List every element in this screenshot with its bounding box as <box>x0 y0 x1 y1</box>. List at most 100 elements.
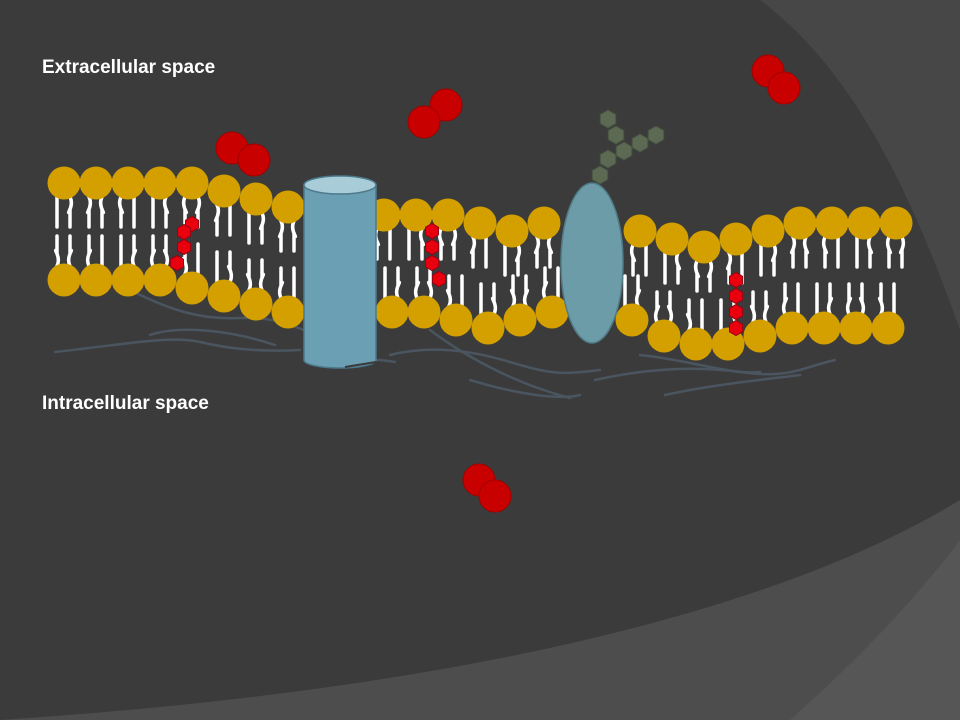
lipid-tail <box>533 235 541 269</box>
lipid-tail <box>245 258 253 292</box>
lipid-tail <box>426 266 434 300</box>
cholesterol-ring <box>729 303 743 321</box>
carbohydrate-unit <box>599 109 617 129</box>
phospholipid-icon <box>775 311 809 345</box>
phospholipid-icon <box>503 303 537 337</box>
phospholipid-icon <box>719 222 753 256</box>
phospholipid-icon <box>647 319 681 353</box>
phospholipid-icon <box>47 263 81 297</box>
carbohydrate-unit <box>615 141 633 161</box>
phospholipid-icon <box>807 311 841 345</box>
phospholipid-icon <box>839 311 873 345</box>
background-swoosh-edge <box>790 540 960 720</box>
lipid-tail <box>277 266 285 300</box>
carbohydrate-unit <box>631 133 649 153</box>
phospholipid-icon <box>111 263 145 297</box>
lipid-tail <box>693 259 701 293</box>
cholesterol-ring <box>729 319 743 337</box>
phospholipid-icon <box>495 214 529 248</box>
lipid-tail <box>725 251 733 285</box>
lipid-tail <box>181 195 189 229</box>
phospholipid-icon <box>655 222 689 256</box>
molecule-icon <box>751 54 801 105</box>
cholesterol-ring <box>425 254 439 272</box>
lipid-tail <box>522 274 530 308</box>
molecule-icon <box>462 463 512 513</box>
cholesterol-ring <box>177 238 191 256</box>
lipid-tail <box>418 227 426 261</box>
lipid-tail <box>437 227 445 261</box>
carbohydrate-unit <box>591 165 609 185</box>
lipid-tail <box>685 298 693 332</box>
phospholipid-icon <box>431 198 465 232</box>
cholesterol-ring <box>432 270 446 288</box>
lipid-tail <box>541 266 549 300</box>
phospholipid-icon <box>687 230 721 264</box>
phospholipid-icon <box>615 303 649 337</box>
lipid-tail <box>866 235 874 269</box>
lipid-tail <box>674 251 682 285</box>
lipid-tail <box>394 266 402 300</box>
molecule-atom <box>429 88 463 122</box>
lipid-tail <box>130 234 138 268</box>
cholesterol-ring <box>729 287 743 305</box>
phospholipid-heads <box>47 166 913 361</box>
cholesterol-ring <box>425 238 439 256</box>
cholesterol-ring <box>729 271 743 289</box>
phospholipid-icon <box>375 295 409 329</box>
intracellular-space-label: Intracellular space <box>42 393 209 414</box>
phospholipid-icon <box>239 287 273 321</box>
lipid-tail <box>858 282 866 316</box>
lipid-tail <box>290 219 298 253</box>
phospholipid-icon <box>471 311 505 345</box>
phospholipid-icon <box>143 263 177 297</box>
phospholipid-icon <box>847 206 881 240</box>
molecule-atom <box>237 143 271 177</box>
carbohydrate-chain-icon <box>591 109 665 185</box>
phospholipid-icon <box>175 271 209 305</box>
carbohydrate-unit <box>607 125 625 145</box>
lipid-tail <box>762 290 770 324</box>
lipid-tail <box>653 290 661 324</box>
phospholipid-icon <box>79 263 113 297</box>
lipid-tail <box>85 234 93 268</box>
lipid-tail <box>509 274 517 308</box>
phospholipid-icon <box>143 166 177 200</box>
lipid-tail <box>53 234 61 268</box>
lipid-tail <box>445 274 453 308</box>
background-swoosh-bottom <box>0 500 960 720</box>
molecule-atom <box>478 479 512 513</box>
lipid-tail <box>826 282 834 316</box>
lipid-tail <box>629 243 637 277</box>
molecule-atom <box>767 71 801 105</box>
lipid-tail <box>98 195 106 229</box>
lipid-tail <box>789 235 797 269</box>
phospholipid-icon <box>111 166 145 200</box>
phospholipid-icon <box>439 303 473 337</box>
lipid-tail <box>85 195 93 229</box>
lipid-tail <box>213 203 221 237</box>
lipid-tail <box>194 195 202 229</box>
lipid-tail <box>258 211 266 245</box>
lipid-tail <box>149 234 157 268</box>
lipid-tail <box>66 234 74 268</box>
lipid-tail <box>781 282 789 316</box>
cholesterol-ring <box>170 254 184 272</box>
lipid-tail <box>546 235 554 269</box>
lipid-tail <box>666 290 674 324</box>
phospholipid-icon <box>399 198 433 232</box>
phospholipid-icon <box>623 214 657 248</box>
phospholipid-icon <box>207 279 241 313</box>
phospholipid-icon <box>743 319 777 353</box>
lipid-tail <box>885 235 893 269</box>
phospholipid-icon <box>271 295 305 329</box>
channel-protein-icon <box>303 175 377 369</box>
lipid-tail <box>706 259 714 293</box>
lipid-tail <box>258 258 266 292</box>
phospholipid-icon <box>527 206 561 240</box>
carbohydrate-unit <box>647 125 665 145</box>
phospholipid-icon <box>783 206 817 240</box>
lipid-tail <box>514 243 522 277</box>
